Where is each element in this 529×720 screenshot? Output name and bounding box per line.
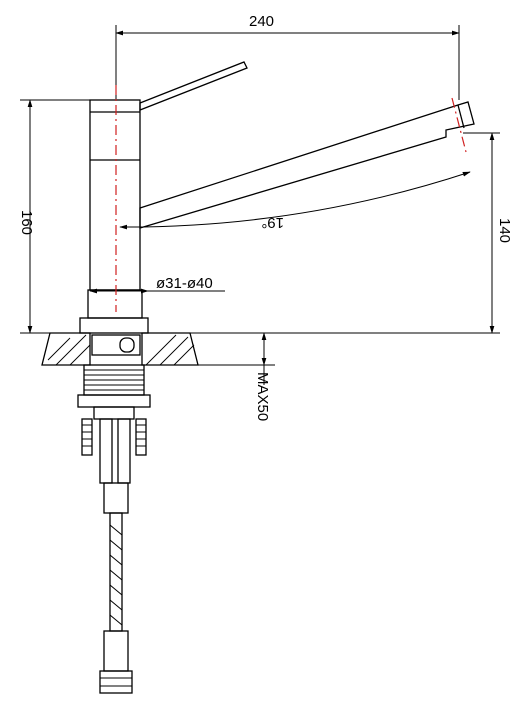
dimension-max-thickness: MAX50 bbox=[198, 332, 275, 421]
dimension-spout-angle: 19° bbox=[119, 171, 471, 231]
dimension-body-diameter: ø31-ø40 bbox=[89, 275, 225, 294]
countertop-section bbox=[41, 332, 199, 366]
lever-handle bbox=[139, 61, 248, 111]
dimension-140-label: 140 bbox=[496, 218, 513, 243]
dimension-240-label: 240 bbox=[249, 13, 274, 30]
faucet-body bbox=[79, 99, 149, 334]
dimension-diameter-label: ø31-ø40 bbox=[156, 275, 213, 292]
dimension-spout-height: 140 bbox=[463, 132, 513, 334]
spout-centerline bbox=[451, 97, 467, 153]
dimension-spout-reach: 240 bbox=[115, 13, 460, 100]
supply-hoses bbox=[81, 418, 147, 694]
dimension-angle-label: 19° bbox=[261, 214, 284, 231]
dimension-total-height: 160 bbox=[18, 99, 90, 334]
mounting-assembly bbox=[77, 364, 151, 420]
dimension-160-label: 160 bbox=[18, 210, 35, 235]
spout bbox=[139, 101, 475, 229]
dimension-max50-label: MAX50 bbox=[254, 372, 271, 421]
